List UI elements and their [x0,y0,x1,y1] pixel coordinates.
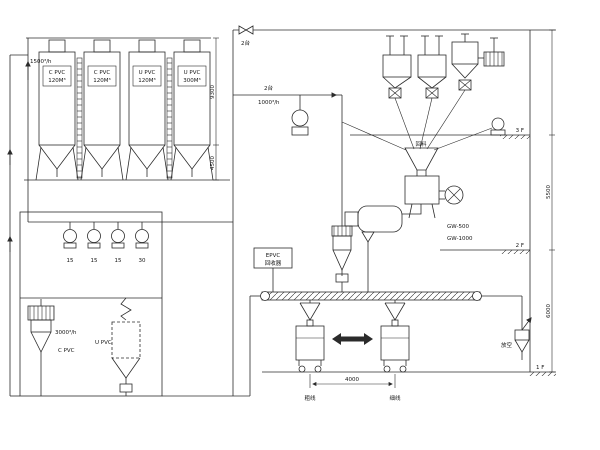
blower-room [19,211,163,397]
left-conveying-pipes [7,38,31,397]
vent-label: 放空 [501,341,513,349]
packing-station-right [380,300,410,373]
roots-blower-4: 30 [135,222,149,264]
weigh-bin-b [417,35,447,99]
roots-blower-3: 15 [111,222,125,264]
heating-mixer-model: GW-500 [447,224,469,230]
blower-2-power: 15 [91,258,98,264]
transfer-flow-rate: 1000³/h [258,99,280,106]
shuttle-double-arrow [332,333,373,345]
dim-right-upper: 5500 [546,185,552,199]
silo-4-name: U PVC [184,70,201,76]
dim-right-lower: 6000 [546,304,552,318]
packing-station-left [295,300,325,373]
header-unit-count: 2台 [241,39,250,47]
heating-mixer [404,175,464,219]
mixing-funnel [404,147,439,176]
silo-1: C PVC 120M³ [35,39,79,181]
floor-2f-label: 2 F [516,243,524,249]
bag-dump-upvc-label: U PVC [95,340,112,346]
station-span-dimension: 4000 [309,374,396,388]
floor-1f [262,371,556,376]
silo-2-name: C PVC [94,70,111,76]
transfer-line [233,92,342,110]
day-bin-cpvc [27,299,55,396]
cooling-mixer-model: GW-1000 [447,236,473,242]
right-dimension-line: 5500 6000 [546,29,555,373]
bag-dump-upvc [111,297,141,396]
recycler-label-line2: 回收器 [265,259,282,267]
vent-cyclone [514,317,532,360]
floor-1f-label: 1 F [536,365,544,371]
feed-convergence-lines [341,89,493,151]
station-right-label: 细线 [389,394,401,402]
transfer-blower [291,109,309,136]
silo-3-capacity: 120M³ [138,77,155,84]
silo-1-capacity: 120M³ [48,77,65,84]
silo-4: U PVC 300M³ [170,39,214,181]
day-bin-flow-rate: 3000³/h [55,329,77,336]
blower-4-power: 30 [139,258,146,264]
bin-filter-box [478,37,505,67]
blower-3f [490,117,506,136]
epvc-recycler: EPVC 回收器 [253,247,293,292]
blower-1-power: 15 [67,258,74,264]
silo-4-capacity: 300M³ [183,77,200,84]
dim-silo-lower: 4500 [210,156,216,170]
station-left-label: 粗线 [304,394,316,402]
storage-bin-3f [451,33,479,91]
silo-3-name: U PVC [139,70,156,76]
silo-3: U PVC 120M³ [125,39,169,181]
mid-connecting-pipes [162,30,262,397]
silo-ladders [76,57,173,179]
day-bin-cpvc-label: C PVC [58,348,75,354]
riser-flow-rate: 1500³/h [30,58,52,65]
cooling-mixer [344,204,422,292]
silo-1-name: C PVC [49,70,66,76]
blower-3-power: 15 [115,258,122,264]
receiver-cyclone [331,95,353,292]
floor-3f-label: 3 F [516,128,524,134]
silo-dimension: 9300 4500 [210,37,219,181]
roots-blower-2: 15 [87,222,101,264]
silo-2: C PVC 120M³ [80,39,124,181]
roots-blower-1: 15 [63,222,77,264]
header-diverter-valve [238,25,254,35]
floor-2f [440,249,530,254]
mixing-hopper-label: 回料 [415,140,427,148]
recycler-label-line1: EPVC [266,253,281,259]
weigh-bin-a [382,35,412,99]
silo-2-capacity: 120M³ [93,77,110,84]
screw-conveyor [260,291,523,330]
dim-silo-height: 9300 [210,85,216,99]
dim-station-span: 4000 [345,377,359,383]
transfer-unit-count: 2台 [264,84,273,92]
